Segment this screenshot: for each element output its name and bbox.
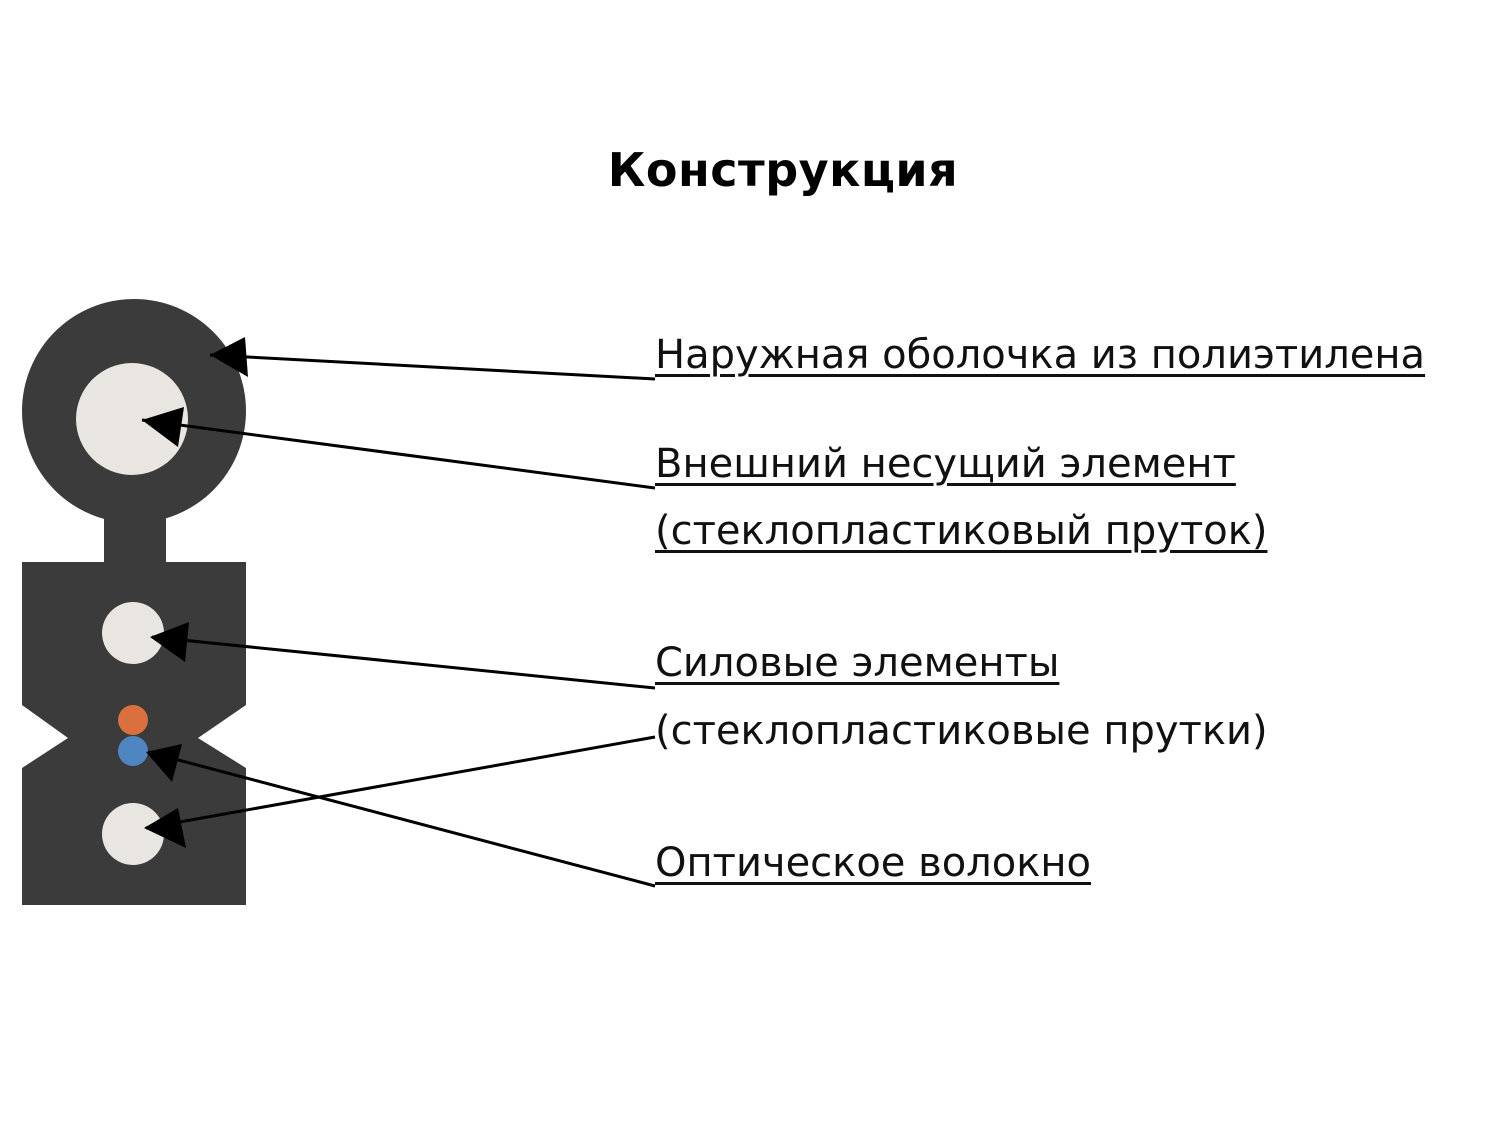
arrowhead-outer-sheath bbox=[210, 337, 248, 377]
strength-rod-bottom bbox=[102, 803, 164, 865]
label-strength-line2: (стеклопластиковые прутки) bbox=[655, 708, 1268, 754]
leader-strength-top bbox=[151, 635, 656, 690]
label-support-rod-line1: Внешний несущий элемент bbox=[655, 441, 1236, 487]
diagram-title: Конструкция bbox=[607, 143, 959, 197]
leader-outer-sheath bbox=[209, 353, 656, 381]
label-outer-sheath: Наружная оболочка из полиэтилена bbox=[655, 332, 1426, 378]
arrowhead-optical-fiber bbox=[146, 744, 182, 782]
label-optical-fiber: Оптическое волокно bbox=[655, 840, 1091, 886]
arrowhead-strength-top bbox=[150, 622, 189, 662]
strength-rod-top bbox=[102, 602, 164, 664]
label-support-rod-line2: (стеклопластиковый пруток) bbox=[655, 508, 1268, 554]
optical-fiber-blue bbox=[118, 736, 148, 766]
cable-neck bbox=[104, 500, 166, 570]
label-strength-line1: Силовые элементы bbox=[655, 640, 1060, 686]
arrowhead-strength-bottom bbox=[144, 808, 186, 848]
optical-fiber-orange bbox=[118, 705, 148, 735]
leader-support-rod bbox=[141, 418, 656, 490]
leader-optical-fiber bbox=[147, 750, 656, 888]
leader-strength-bottom bbox=[145, 735, 656, 830]
support-rod bbox=[76, 363, 188, 475]
arrowhead-support-rod bbox=[142, 407, 184, 447]
